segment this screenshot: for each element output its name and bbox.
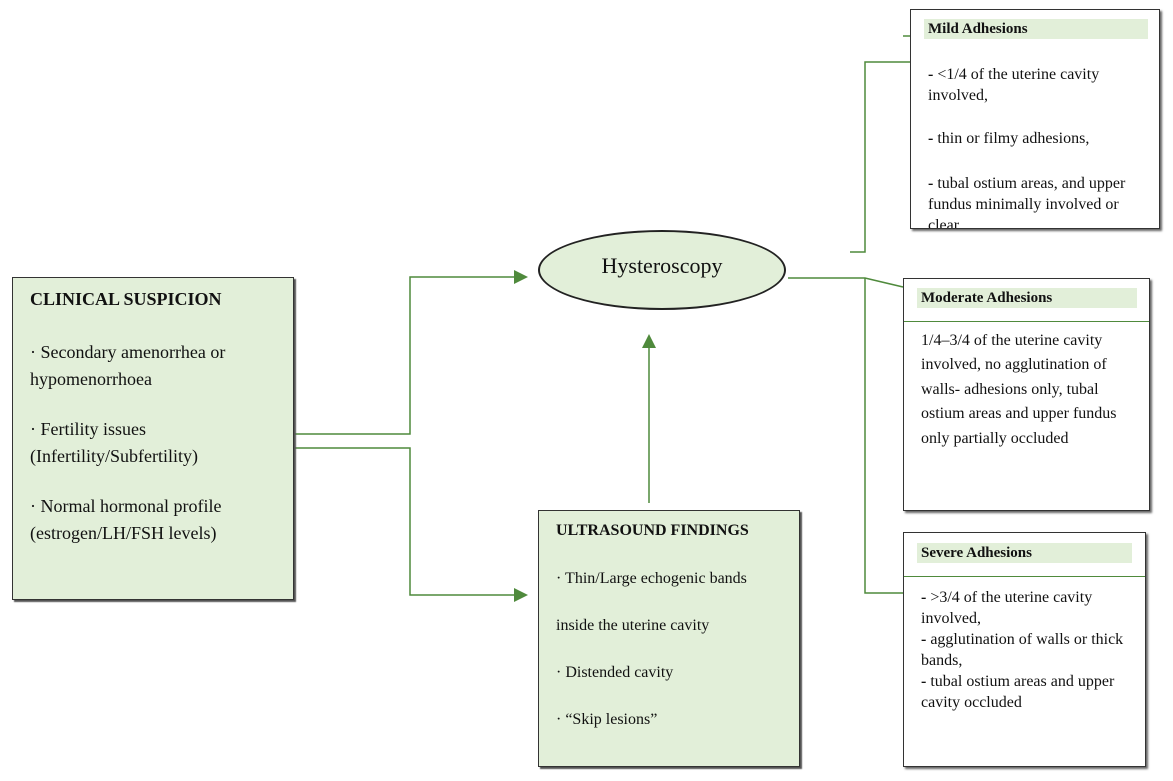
moderate-adhesions-box: Moderate Adhesions 1/4–3/4 of the uterin… (903, 278, 1150, 511)
arrowhead-hysteroscopy (514, 270, 528, 284)
moderate-divider (904, 321, 1149, 322)
ultrasound-findings-title: ULTRASOUND FINDINGS (556, 522, 749, 539)
severe-item-tubal-text: tubal ostium areas and upper cavity occl… (921, 673, 1115, 711)
severe-divider (904, 576, 1145, 577)
ultrasound-findings-box: ULTRASOUND FINDINGS · Thin/Large echogen… (538, 510, 800, 767)
severe-item-tubal: - tubal ostium areas and upper cavity oc… (921, 671, 1121, 713)
mild-item-thin-dash: - (928, 130, 934, 147)
mild-item-cavity-text: <1/4 of the uterine cavity involved, (928, 66, 1100, 104)
mild-item-tubal-text: tubal ostium areas, and upper fundus min… (928, 175, 1126, 229)
mild-item-thin-text: thin or filmy adhesions, (937, 130, 1090, 147)
hysteroscopy-label: Hysteroscopy (601, 253, 723, 278)
moderate-adhesions-title: Moderate Adhesions (917, 288, 1137, 308)
hysteroscopy-node: Hysteroscopy (538, 230, 786, 310)
severe-item-cavity-text: >3/4 of the uterine cavity involved, (921, 589, 1093, 627)
mild-adhesions-box: Mild Adhesions - <1/4 of the uterine cav… (910, 9, 1160, 229)
clinical-item-amenorrhea: · Secondary amenorrhea or hypomenorrhoea (30, 342, 226, 389)
severe-item-agglutination-dash: - (921, 631, 927, 648)
arrowhead-up (642, 334, 656, 348)
mild-item-cavity-dash: - (928, 66, 934, 83)
clinical-item-fertility: · Fertility issues (Infertility/Subferti… (30, 419, 198, 466)
clinical-suspicion-box: CLINICAL SUSPICION · Secondary amenorrhe… (12, 277, 294, 600)
connector-to-mild (850, 61, 910, 253)
severe-adhesions-title: Severe Adhesions (917, 543, 1132, 563)
severe-item-cavity: - >3/4 of the uterine cavity involved, (921, 587, 1131, 629)
mild-item-tubal: - tubal ostium areas, and upper fundus m… (928, 173, 1128, 229)
severe-item-agglutination: - agglutination of walls or thick bands, (921, 629, 1131, 671)
severe-adhesions-box: Severe Adhesions - >3/4 of the uterine c… (903, 532, 1146, 767)
connector-clinical-to-ultrasound (294, 447, 525, 596)
clinical-suspicion-title: CLINICAL SUSPICION (30, 289, 222, 309)
clinical-item-hormonal: · Normal hormonal profile (estrogen/LH/F… (30, 496, 222, 543)
mild-adhesions-title: Mild Adhesions (924, 19, 1148, 39)
ultrasound-item-echogenic-bands: · Thin/Large echogenic bands (556, 570, 747, 587)
ultrasound-item-skip-lesions: · “Skip lesions” (556, 711, 658, 728)
severe-item-cavity-dash: - (921, 589, 927, 606)
moderate-description: 1/4–3/4 of the uterine cavity involved, … (921, 332, 1117, 447)
mild-item-thin: - thin or filmy adhesions, (928, 128, 1148, 149)
severe-item-tubal-dash: - (921, 673, 927, 690)
mild-item-cavity: - <1/4 of the uterine cavity involved, (928, 64, 1128, 106)
connector-clinical-to-hysteroscopy (294, 276, 525, 435)
ultrasound-item-uterine-cavity: inside the uterine cavity (556, 617, 710, 634)
ultrasound-item-distended-cavity: · Distended cavity (556, 664, 674, 681)
mild-item-tubal-dash: - (928, 175, 934, 192)
connector-to-severe (864, 278, 903, 594)
connector-hysteroscopy-to-moderate (788, 277, 904, 288)
arrowhead-ultrasound (514, 588, 528, 602)
severe-item-agglutination-text: agglutination of walls or thick bands, (921, 631, 1124, 669)
